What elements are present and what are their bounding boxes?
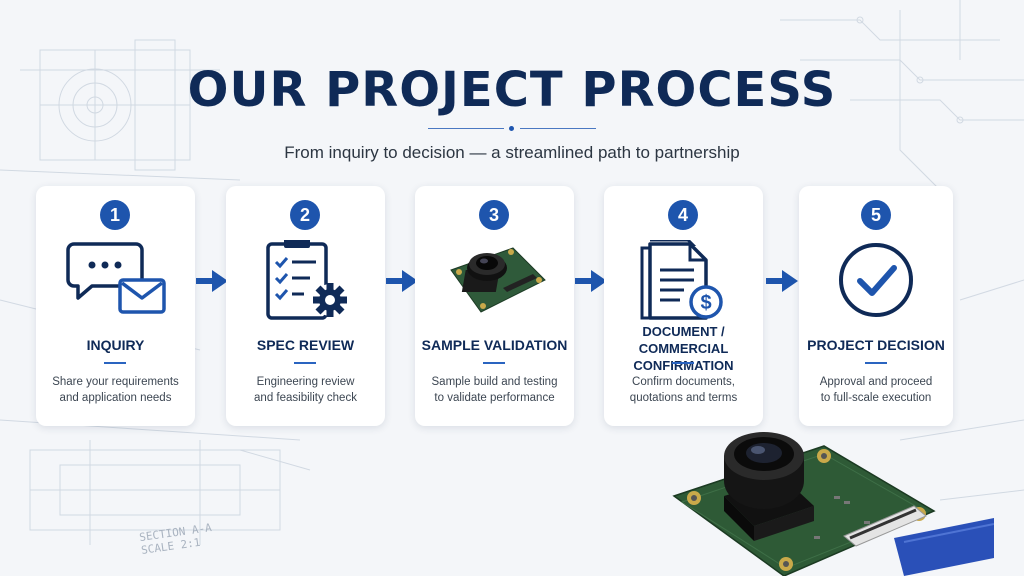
step-number-badge: 3 <box>479 200 509 230</box>
page-subtitle: From inquiry to decision — a streamlined… <box>0 143 1024 163</box>
step-title-rule <box>294 362 316 364</box>
checklist-gear-icon <box>256 240 356 320</box>
step-title-rule <box>104 362 126 364</box>
step-title-rule <box>865 362 887 364</box>
step-number-badge: 4 <box>668 200 698 230</box>
step-title: PROJECT DECISION <box>799 337 953 353</box>
step-description: Engineering review and feasibility check <box>226 374 385 406</box>
arrow-right-icon <box>575 270 607 292</box>
step-card-sample-validation: 3 SAMPLE VALIDATION Sample build and tes… <box>415 186 574 426</box>
arrow-right-icon <box>766 270 798 292</box>
step-title-rule <box>672 362 694 364</box>
step-title: INQUIRY <box>36 337 195 353</box>
camera-module-icon <box>441 240 549 320</box>
chat-envelope-icon <box>66 240 166 320</box>
camera-module-photo <box>664 426 994 576</box>
arrow-right-icon <box>196 270 228 292</box>
title-divider <box>428 127 596 130</box>
step-title: DOCUMENT / COMMERCIAL CONFIRMATION <box>604 323 763 374</box>
step-number-badge: 2 <box>290 200 320 230</box>
step-card-project-decision: 5 PROJECT DECISION Approval and proceed … <box>799 186 953 426</box>
step-number-badge: 1 <box>100 200 130 230</box>
step-description: Approval and proceed to full-scale execu… <box>799 374 953 406</box>
step-description: Confirm documents, quotations and terms <box>604 374 763 406</box>
step-title-rule <box>483 362 505 364</box>
svg-text:$: $ <box>700 292 711 314</box>
step-description: Sample build and testing to validate per… <box>415 374 574 406</box>
arrow-right-icon <box>386 270 418 292</box>
check-circle-icon <box>826 240 926 320</box>
step-description: Share your requirements and application … <box>36 374 195 406</box>
step-title: SPEC REVIEW <box>226 337 385 353</box>
step-card-inquiry: 1 INQUIRY Share your requirements and ap… <box>36 186 195 426</box>
step-title: SAMPLE VALIDATION <box>415 337 574 353</box>
step-card-document-confirmation: 4 $ DOCUMENT / COMMERCIAL CONFIRMATION C… <box>604 186 763 426</box>
page-title: OUR PROJECT PROCESS <box>0 62 1024 118</box>
document-dollar-icon: $ <box>636 240 736 320</box>
step-number-badge: 5 <box>861 200 891 230</box>
step-card-spec-review: 2 SPEC REVIEW Engineering <box>226 186 385 426</box>
